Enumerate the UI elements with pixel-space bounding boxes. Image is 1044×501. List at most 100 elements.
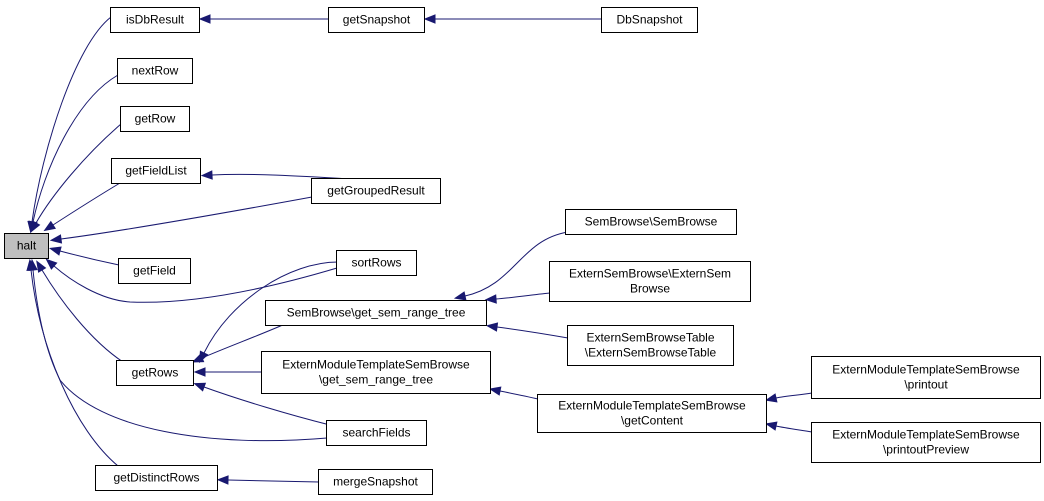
edge-semBrowseGetSemRangeTree-to-getRows xyxy=(191,323,286,363)
edge-DbSnapshot-to-getSnapshot xyxy=(423,14,602,24)
edge-getGroupedResult-to-halt xyxy=(49,196,313,244)
arrowhead xyxy=(193,367,206,377)
edge-line xyxy=(203,386,331,426)
node-box[interactable] xyxy=(118,258,191,284)
node-box[interactable] xyxy=(111,158,201,184)
node-getFieldList[interactable]: getFieldList xyxy=(111,158,201,184)
edge-getField-to-halt xyxy=(49,246,120,266)
node-label: ExternSemBrowse\ExternSem xyxy=(569,267,731,281)
node-box[interactable] xyxy=(811,422,1041,463)
node-box[interactable] xyxy=(116,360,194,386)
node-box[interactable] xyxy=(4,233,49,259)
node-box[interactable] xyxy=(567,325,734,366)
node-box[interactable] xyxy=(328,7,425,33)
node-DbSnapshot[interactable]: DbSnapshot xyxy=(601,7,698,33)
node-getRows[interactable]: getRows xyxy=(116,360,194,386)
node-halt[interactable]: halt xyxy=(4,233,49,259)
node-label: getFieldList xyxy=(125,164,187,178)
edges-layer xyxy=(26,14,813,485)
edge-line xyxy=(464,231,569,297)
edge-externSemBrowse-to-semBrowseGetSemRangeTree xyxy=(484,292,551,304)
node-getDistinctRows[interactable]: getDistinctRows xyxy=(95,465,218,491)
node-mergeSnapshot[interactable]: mergeSnapshot xyxy=(318,469,433,495)
node-label: getField xyxy=(133,264,176,278)
node-label: SemBrowse\get_sem_range_tree xyxy=(287,306,466,320)
edge-semBrowse-to-semBrowseGetSemRangeTree xyxy=(453,231,569,301)
node-externModulePrintoutPreview[interactable]: ExternModuleTemplateSemBrowse\printoutPr… xyxy=(811,422,1041,463)
edge-line xyxy=(775,425,813,433)
edge-externModulePrintoutPreview-to-externModuleGetContent xyxy=(764,421,813,433)
node-externSemBrowse[interactable]: ExternSemBrowse\ExternSemBrowse xyxy=(549,261,751,302)
edge-line xyxy=(59,250,120,266)
edge-line xyxy=(201,323,286,359)
node-sortRows[interactable]: sortRows xyxy=(336,250,417,276)
node-nextRow[interactable]: nextRow xyxy=(117,58,193,84)
node-label: nextRow xyxy=(132,64,179,78)
node-box[interactable] xyxy=(601,7,698,33)
node-getGroupedResult[interactable]: getGroupedResult xyxy=(311,178,441,204)
edge-getRows-to-halt xyxy=(36,260,124,363)
node-box[interactable] xyxy=(537,394,767,433)
node-label: Browse xyxy=(630,282,670,296)
node-box[interactable] xyxy=(95,465,218,491)
arrowhead xyxy=(216,475,229,485)
edge-line xyxy=(496,326,569,339)
node-label: isDbResult xyxy=(126,13,185,27)
node-box[interactable] xyxy=(120,106,190,132)
node-semBrowse[interactable]: SemBrowse\SemBrowse xyxy=(565,209,737,235)
arrowhead xyxy=(30,220,41,233)
node-label: getRow xyxy=(135,112,176,126)
node-box[interactable] xyxy=(811,356,1041,399)
node-box[interactable] xyxy=(336,250,417,276)
node-label: \ExternSemBrowseTable xyxy=(585,346,717,360)
node-box[interactable] xyxy=(311,178,441,204)
edge-searchFields-to-halt xyxy=(28,258,328,442)
arrowhead xyxy=(26,258,36,272)
edge-line xyxy=(31,16,112,223)
arrowhead xyxy=(45,258,58,270)
node-externModuleGetSemRangeTree[interactable]: ExternModuleTemplateSemBrowse\get_sem_ra… xyxy=(261,351,491,394)
edge-line xyxy=(227,479,320,483)
node-label: \get_sem_range_tree xyxy=(319,373,433,387)
node-label: getDistinctRows xyxy=(113,471,199,485)
node-box[interactable] xyxy=(265,300,487,326)
arrowhead xyxy=(49,234,63,244)
node-label: halt xyxy=(17,239,37,253)
edge-line xyxy=(35,123,122,224)
edge-getGroupedResult-to-getFieldList xyxy=(200,170,351,180)
node-externModuleGetContent[interactable]: ExternModuleTemplateSemBrowse\getContent xyxy=(537,394,767,433)
arrowhead xyxy=(193,382,207,392)
edge-line xyxy=(52,182,121,226)
arrowhead xyxy=(485,322,499,332)
node-isDbResult[interactable]: isDbResult xyxy=(110,7,200,33)
node-box[interactable] xyxy=(326,420,427,446)
edge-nextRow-to-halt xyxy=(28,74,119,234)
edge-line xyxy=(53,265,338,303)
node-label: ExternModuleTemplateSemBrowse xyxy=(832,428,1020,442)
edge-isDbResult-to-halt xyxy=(27,16,112,234)
arrowhead xyxy=(764,393,778,403)
arrowhead xyxy=(488,386,502,396)
node-label: ExternModuleTemplateSemBrowse xyxy=(832,363,1020,377)
node-box[interactable] xyxy=(261,351,491,394)
arrowhead xyxy=(49,246,62,256)
node-label: getSnapshot xyxy=(343,13,411,27)
edge-line xyxy=(32,269,328,442)
node-getRow[interactable]: getRow xyxy=(120,106,190,132)
node-box[interactable] xyxy=(117,58,193,84)
node-box[interactable] xyxy=(565,209,737,235)
node-box[interactable] xyxy=(110,7,200,33)
edge-line xyxy=(60,196,313,240)
node-searchFields[interactable]: searchFields xyxy=(326,420,427,446)
node-externModulePrintout[interactable]: ExternModuleTemplateSemBrowse\printout xyxy=(811,356,1041,399)
node-box[interactable] xyxy=(318,469,433,495)
edge-externModuleGetSemRangeTree-to-getRows xyxy=(193,367,262,377)
node-box[interactable] xyxy=(549,261,751,302)
node-getSnapshot[interactable]: getSnapshot xyxy=(328,7,425,33)
node-semBrowseGetSemRangeTree[interactable]: SemBrowse\get_sem_range_tree xyxy=(265,300,487,326)
edge-getSnapshot-to-isDbResult xyxy=(198,14,329,24)
node-externSemBrowseTable[interactable]: ExternSemBrowseTable\ExternSemBrowseTabl… xyxy=(567,325,734,366)
node-getField[interactable]: getField xyxy=(118,258,191,284)
edge-line xyxy=(775,392,813,399)
